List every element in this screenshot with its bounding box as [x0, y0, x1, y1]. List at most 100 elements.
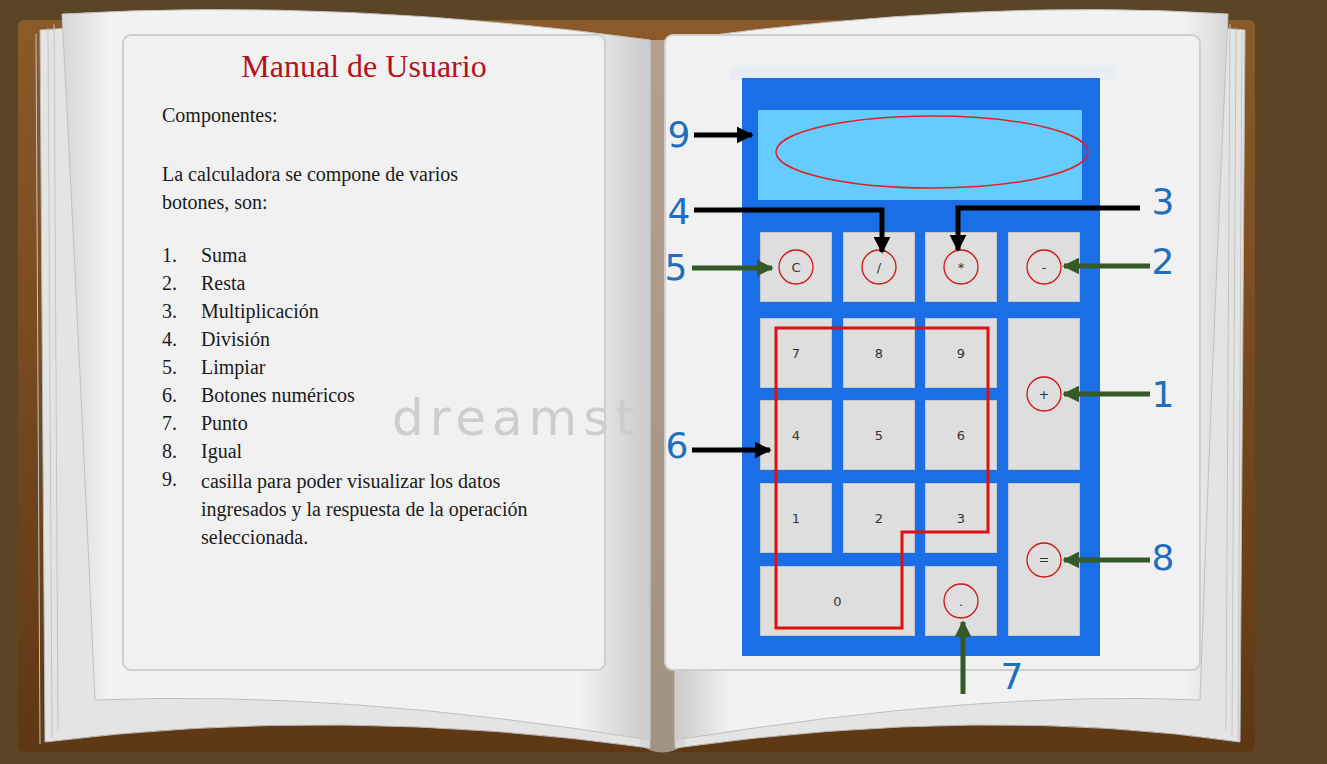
callout-number-box: 1 [1152, 373, 1175, 416]
list-item-box: Resta [201, 271, 245, 295]
callout-number: 2 [1152, 241, 1175, 282]
callout-number-box: 5 [665, 246, 688, 289]
list-item-box: Suma [201, 243, 247, 267]
page-stack [40, 20, 650, 748]
list-item: Igual [201, 440, 242, 462]
calculator-button: 8 [843, 318, 915, 388]
callout-number: 5 [665, 247, 688, 288]
button-label: 8 [875, 346, 883, 361]
callout-number-box: 4 [668, 190, 691, 233]
list-item: casilla para poder visualizar los datos … [201, 470, 528, 548]
leader-arrow [958, 208, 1140, 250]
list-item-box: casilla para poder visualizar los datos … [201, 467, 556, 551]
calculator-button: 2 [843, 483, 915, 553]
list-number: 5. [162, 356, 177, 378]
list-number-box: 2. [162, 271, 177, 295]
leader-arrow [694, 210, 882, 252]
numeric-group-outline [776, 328, 988, 628]
button-label: 4 [792, 428, 800, 443]
button-label: 3 [957, 511, 965, 526]
calculator-display [758, 110, 1082, 200]
list-item-box: Botones numéricos [201, 383, 355, 407]
button-label: 2 [875, 511, 883, 526]
callout-number: 9 [668, 114, 691, 155]
list-number-box: 9. [162, 467, 177, 491]
callout-number-box: 3 [1152, 180, 1175, 223]
callout-number-box: 9 [668, 113, 691, 156]
callout-number-box: 7 [1001, 655, 1024, 698]
section-heading-box: Componentes: [162, 103, 278, 127]
calculator-button: 6 [925, 400, 997, 470]
list-number-box: 7. [162, 411, 177, 435]
leader-arrow [1064, 558, 1150, 563]
list-item-box: Punto [201, 411, 248, 435]
callout-number: 3 [1152, 181, 1175, 222]
manual-title: Manual de Usuario [241, 48, 486, 84]
list-number: 3. [162, 300, 177, 322]
section-heading: Componentes: [162, 104, 278, 126]
page-edges [36, 24, 58, 744]
leader-arrows [692, 135, 1150, 694]
right-panel [665, 35, 1200, 670]
callout-number-box: 2 [1152, 240, 1175, 283]
button-label: / [877, 260, 881, 275]
manual-title-box: Manual de Usuario [123, 48, 605, 85]
button-label: + [1039, 387, 1050, 402]
button-label: 6 [957, 428, 965, 443]
list-item: Resta [201, 272, 245, 294]
left-panel [123, 35, 605, 670]
watermark: dreamst [392, 389, 641, 447]
list-number: 7. [162, 412, 177, 434]
callout-number: 1 [1152, 374, 1175, 415]
list-number-box: 3. [162, 299, 177, 323]
list-item-box: Igual [201, 439, 242, 463]
highlight-circle [779, 250, 813, 284]
highlight-circle [1027, 250, 1061, 284]
callout-number: 8 [1152, 537, 1175, 578]
highlight-circle [944, 250, 978, 284]
button-label: 9 [957, 346, 965, 361]
callout-number: 7 [1001, 656, 1024, 697]
calculator-body [742, 78, 1100, 656]
calculator-top-strip [730, 66, 1115, 80]
calculator-button: 4 [760, 400, 832, 470]
leader-arrow [1064, 392, 1150, 397]
list-number-box: 6. [162, 383, 177, 407]
list-item: Multiplicación [201, 300, 319, 322]
highlight-circle [1027, 543, 1061, 577]
leader-arrow [1064, 264, 1150, 269]
button-label: 7 [792, 346, 800, 361]
list-item-box: División [201, 327, 270, 351]
highlight-circle [1027, 377, 1061, 411]
list-item-box: Limpiar [201, 355, 265, 379]
button-label: = [1039, 552, 1050, 567]
callout-number-box: 6 [666, 424, 689, 467]
button-label: 5 [875, 428, 883, 443]
calculator-button: = [1008, 483, 1080, 636]
button-label: 0 [833, 594, 841, 609]
watermark-box: dreamst [392, 388, 641, 448]
highlight-circle [862, 250, 896, 284]
display-highlight [776, 116, 1088, 188]
list-item: Botones numéricos [201, 384, 355, 406]
calculator-button: 9 [925, 318, 997, 388]
highlight-circle [944, 584, 978, 618]
calculator-button: - [1008, 232, 1080, 302]
page-edges [1226, 24, 1242, 740]
list-number: 8. [162, 440, 177, 462]
calculator-button: . [925, 566, 997, 636]
leader-arrow [692, 266, 772, 271]
list-number: 9. [162, 468, 177, 490]
button-label: . [959, 594, 963, 609]
intro-text-box: La calculadora se compone de varios boto… [162, 160, 512, 216]
calculator-button: / [843, 232, 915, 302]
calculator-button: * [925, 232, 997, 302]
list-number-box: 4. [162, 327, 177, 351]
intro-text: La calculadora se compone de varios boto… [162, 163, 458, 213]
list-number: 4. [162, 328, 177, 350]
calculator-button: 5 [843, 400, 915, 470]
list-number-box: 1. [162, 243, 177, 267]
list-number-box: 5. [162, 355, 177, 379]
left-page [62, 10, 650, 740]
